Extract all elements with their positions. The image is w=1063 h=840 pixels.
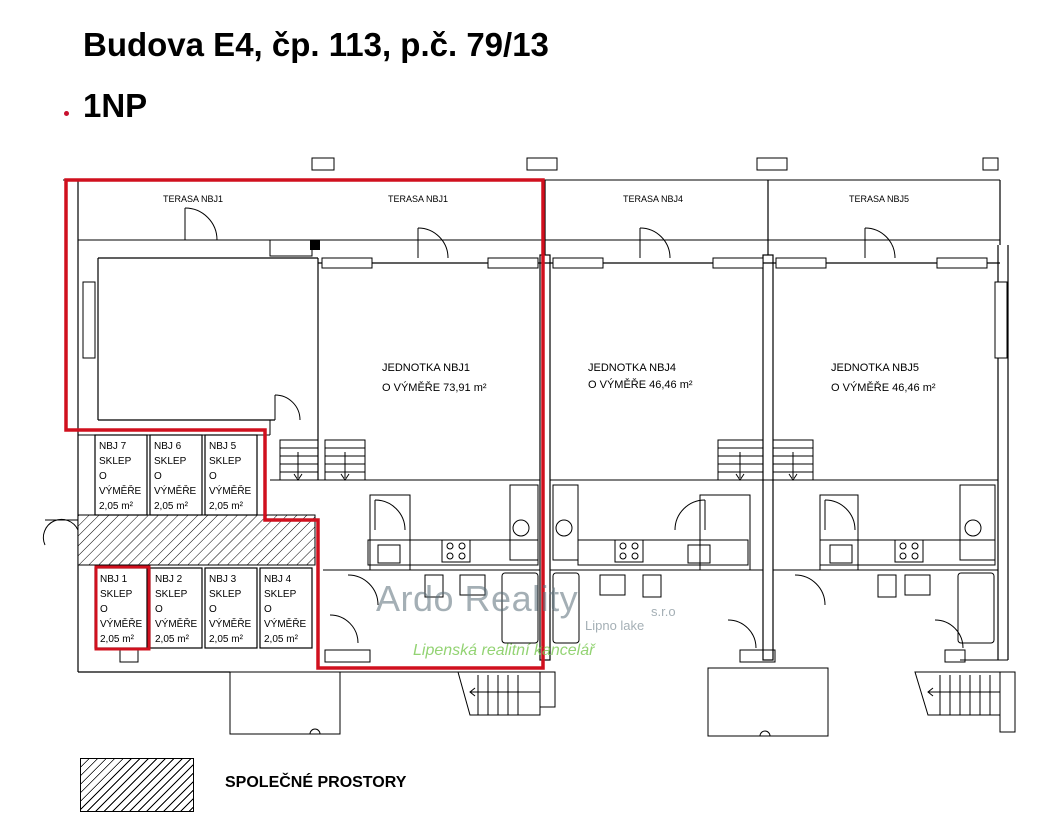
watermark-tagline: Lipenská realitní kancelář (413, 642, 595, 659)
cellar-name: NBJ 5 (209, 441, 237, 452)
unit-name: JEDNOTKA NBJ4 (588, 362, 676, 374)
legend-label: SPOLEČNÉ PROSTORY (225, 774, 407, 791)
cellar-label: VÝMĚŘE (155, 617, 198, 630)
cellar-area: 2,05 m² (264, 634, 299, 645)
roof-vent (311, 157, 335, 171)
cellar-type: SKLEP (264, 589, 297, 600)
roof-vent (526, 157, 558, 171)
unit-area: O VÝMĚŘE 46,46 m² (588, 378, 693, 391)
legend-hatch-swatch (80, 758, 194, 812)
cellar-name: NBJ 2 (155, 574, 183, 585)
cellar-box (149, 567, 203, 649)
cellar-box (259, 567, 313, 649)
cellar-type: SKLEP (100, 589, 133, 600)
watermark-brand: Ardo Reality (376, 578, 579, 619)
common-corridor (77, 514, 316, 566)
party-wall (539, 254, 551, 661)
cellar-label: VÝMĚŘE (100, 617, 143, 630)
unit-area: O VÝMĚŘE 46,46 m² (831, 381, 936, 394)
watermark-place: Lipno lake (585, 618, 645, 633)
cellar-name: NBJ 4 (264, 574, 292, 585)
terrace-label: TERASA NBJ1 (163, 194, 223, 204)
cellar-area: 2,05 m² (99, 501, 134, 512)
cellar-area: 2,05 m² (154, 501, 189, 512)
cellar-label: VÝMĚŘE (264, 617, 307, 630)
roof-vent (982, 157, 999, 171)
cellar-area: 2,05 m² (155, 634, 190, 645)
floor-label: 1NP (83, 87, 148, 124)
cellar-label: VÝMĚŘE (154, 484, 197, 497)
cellar-box (94, 434, 148, 516)
watermark-suffix: s.r.o (651, 604, 676, 619)
cellar-type: SKLEP (155, 589, 188, 600)
cellar-o: O (99, 471, 107, 482)
cellar-name: NBJ 7 (99, 441, 127, 452)
terrace-label: TERASA NBJ4 (623, 194, 683, 204)
cellar-area: 2,05 m² (209, 501, 244, 512)
cellar-o: O (264, 604, 272, 615)
terrace-label: TERASA NBJ5 (849, 194, 909, 204)
cellar-type: SKLEP (209, 456, 242, 467)
highlight-cellar (94, 565, 151, 651)
cellar-name: NBJ 3 (209, 574, 237, 585)
cellar-label: VÝMĚŘE (99, 484, 142, 497)
cellar-o: O (209, 604, 217, 615)
cellar-area: 2,05 m² (100, 634, 135, 645)
cellar-name: NBJ 1 (100, 574, 128, 585)
cellar-label: VÝMĚŘE (209, 617, 252, 630)
cellar-box (149, 434, 203, 516)
cellar-label: VÝMĚŘE (209, 484, 252, 497)
cellar-o: O (100, 604, 108, 615)
cellar-type: SKLEP (99, 456, 132, 467)
party-wall (762, 254, 774, 661)
bullet-dot (64, 111, 69, 116)
cellar-o: O (155, 604, 163, 615)
cellar-box (204, 434, 258, 516)
cellar-o: O (154, 471, 162, 482)
cellar-box (204, 567, 258, 649)
cellar-type: SKLEP (154, 456, 187, 467)
page-title: Budova E4, čp. 113, p.č. 79/13 (83, 26, 549, 63)
unit-name: JEDNOTKA NBJ5 (831, 362, 919, 374)
terrace-label: TERASA NBJ1 (388, 194, 448, 204)
unit-name: JEDNOTKA NBJ1 (382, 362, 470, 374)
highlight-outline (64, 178, 545, 670)
cellar-o: O (209, 471, 217, 482)
cellar-area: 2,05 m² (209, 634, 244, 645)
cellar-name: NBJ 6 (154, 441, 182, 452)
cellar-type: SKLEP (209, 589, 242, 600)
unit-area: O VÝMĚŘE 73,91 m² (382, 381, 487, 394)
roof-vent (756, 157, 788, 171)
